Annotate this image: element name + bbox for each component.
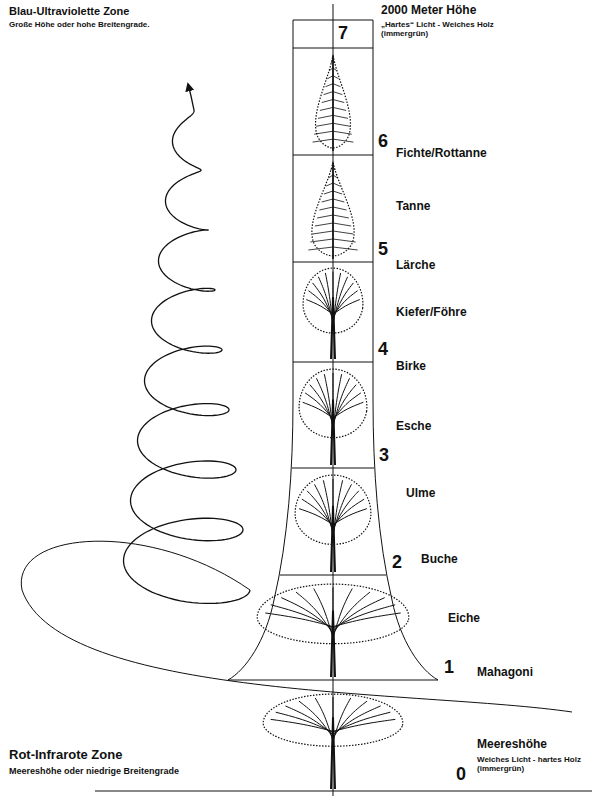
tree-name: Buche xyxy=(420,553,459,567)
level-number: 2 xyxy=(391,552,403,573)
outline-right xyxy=(373,20,438,680)
spiral-arrow xyxy=(124,84,250,603)
tree xyxy=(313,55,354,151)
altitude-note: „Hartes“ Licht - Weiches Holz (immergrün… xyxy=(380,20,522,38)
tree-name: Kiefer/Föhre xyxy=(395,306,468,320)
trees xyxy=(257,55,409,789)
level-line xyxy=(280,575,386,576)
tree xyxy=(308,162,357,259)
axis-line xyxy=(333,4,334,796)
altitude-title: Meereshöhe xyxy=(476,738,548,752)
tree xyxy=(263,694,403,789)
level-number: 6 xyxy=(377,131,389,152)
zone-title: Blau-Ultraviolette Zone xyxy=(8,5,130,18)
level-number: 0 xyxy=(455,764,467,785)
ground-line xyxy=(95,791,592,792)
tree xyxy=(295,475,371,572)
tree-name: Eiche xyxy=(447,612,481,626)
tree-name: Fichte/Rottanne xyxy=(395,147,488,161)
level-line xyxy=(293,48,373,49)
spiral-path xyxy=(124,84,250,603)
tree-name: Birke xyxy=(395,360,427,374)
tree xyxy=(257,584,409,677)
level-number: 3 xyxy=(378,445,390,466)
zone-note: Große Höhe oder hohe Breitengrade. xyxy=(8,20,150,29)
level-number: 1 xyxy=(443,657,455,678)
altitude-note: Weiches Licht - hartes Holz (immergrün) xyxy=(476,755,593,773)
level-line xyxy=(293,20,373,21)
spiral-base-loop xyxy=(21,541,572,712)
level-line xyxy=(293,262,373,263)
level-number: 5 xyxy=(377,239,389,260)
tree-name: Mahagoni xyxy=(476,666,534,680)
outline-left xyxy=(228,20,293,680)
tree-name: Ulme xyxy=(405,487,436,501)
zone-title: Rot-Infrarote Zone xyxy=(8,748,123,763)
level-number: 4 xyxy=(377,339,389,360)
tree-name: Tanne xyxy=(395,200,431,214)
zone-note: Meereshöhe oder niedrige Breitengrade xyxy=(8,766,180,776)
tree xyxy=(299,369,367,465)
level-line xyxy=(293,362,373,363)
level-line xyxy=(293,155,373,156)
tree-name: Esche xyxy=(395,420,432,434)
altitude-title: 2000 Meter Höhe xyxy=(380,4,477,18)
tree xyxy=(303,268,363,359)
level-line xyxy=(228,680,438,681)
level-line xyxy=(292,468,374,469)
tree-name: Lärche xyxy=(395,259,436,273)
level-number: 7 xyxy=(337,23,349,44)
